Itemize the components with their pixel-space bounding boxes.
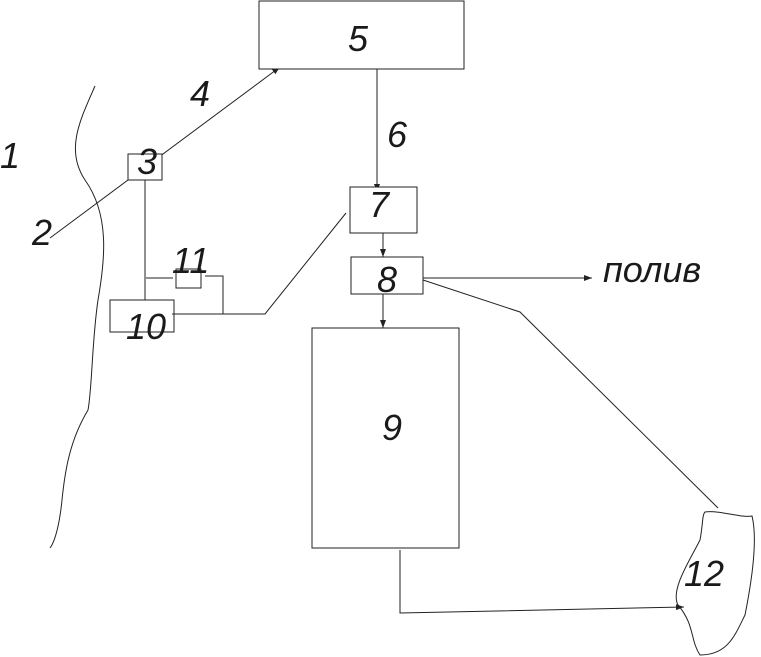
label-4: 4 [190, 73, 210, 114]
arrow-4 [49, 66, 281, 239]
box-11 [175, 268, 202, 289]
line-8-12 [422, 279, 719, 509]
label-10: 10 [126, 306, 166, 347]
arrow-9-12 [399, 550, 685, 614]
box-8 [350, 256, 424, 295]
label-5: 5 [348, 18, 369, 59]
label-1: 1 [0, 135, 20, 176]
box-5 [258, 0, 465, 70]
box-3 [127, 153, 163, 181]
pond-12 [675, 511, 755, 656]
box-9 [311, 327, 460, 549]
label-12: 12 [684, 553, 724, 594]
label-6: 6 [387, 114, 408, 155]
line-11-out [205, 275, 224, 314]
label-3: 3 [137, 141, 157, 182]
box-10 [109, 299, 175, 333]
line-10-7 [172, 212, 347, 315]
label-7: 7 [369, 184, 391, 225]
label-watering: полив [603, 249, 701, 290]
label-8: 8 [377, 259, 397, 300]
label-11: 11 [172, 240, 209, 281]
box-7 [349, 186, 418, 234]
label-2: 2 [31, 212, 52, 253]
river-bank [49, 85, 105, 549]
label-9: 9 [382, 407, 402, 448]
